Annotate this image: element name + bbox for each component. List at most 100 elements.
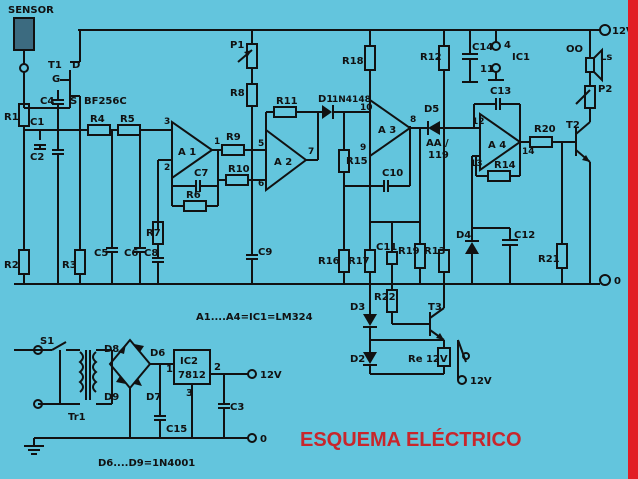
label-c3: C3 <box>230 402 244 413</box>
label-drain: D <box>72 60 80 71</box>
label-c8: C8 <box>144 248 158 259</box>
label-d1: D1 <box>318 94 333 105</box>
opamp-a2 <box>265 128 308 192</box>
red-edge-bar <box>628 0 638 479</box>
label-r15: R15 <box>346 156 368 167</box>
label-d2: D2 <box>350 354 365 365</box>
label-pin-14: 14 <box>522 147 535 157</box>
label-pin-12: 12 <box>472 117 485 127</box>
label-ic2-pin2: 2 <box>214 362 221 373</box>
label-pin-11: 11 <box>480 64 494 75</box>
label-c14: C14 <box>472 42 493 53</box>
label-r19: R19 <box>398 246 420 257</box>
diode-d1 <box>322 105 332 119</box>
transformer-primary <box>78 351 84 393</box>
label-119: 119 <box>428 150 449 161</box>
label-c13: C13 <box>490 86 511 97</box>
label-relay-12v: Re 12V <box>408 354 448 365</box>
label-ic-note: A1....A4=IC1=LM324 <box>196 312 313 323</box>
capacitor-c11 <box>386 251 398 265</box>
label-a2: A 2 <box>274 157 292 168</box>
label-t3: T3 <box>428 302 442 313</box>
label-0-ps: 0 <box>260 434 267 445</box>
label-d5: D5 <box>424 104 439 115</box>
label-r4: R4 <box>90 114 105 125</box>
label-p1: P1 <box>230 40 244 51</box>
label-ic1: IC1 <box>512 52 530 63</box>
label-source: S <box>70 96 77 107</box>
opamp-a3 <box>369 98 412 158</box>
resistor-r14 <box>487 170 511 182</box>
label-pin-1: 1 <box>214 137 220 147</box>
diagram-title: ESQUEMA ELÉCTRICO <box>300 428 522 451</box>
label-d3: D3 <box>350 302 365 313</box>
label-r12: R12 <box>420 52 442 63</box>
label-12v-top: 12V <box>612 26 628 37</box>
label-c2: C2 <box>30 152 44 163</box>
label-d8: D8 <box>104 344 119 355</box>
opamp-a4 <box>479 112 522 172</box>
label-a3: A 3 <box>378 125 396 136</box>
label-d4: D4 <box>456 230 471 241</box>
label-r8: R8 <box>230 88 245 99</box>
resistor-r4 <box>87 124 111 136</box>
label-r17: R17 <box>348 256 370 267</box>
resistor-r10 <box>225 174 249 186</box>
label-r18: R18 <box>342 56 364 67</box>
label-d9: D9 <box>104 392 119 403</box>
label-7812: 7812 <box>178 370 206 381</box>
label-sensor: SENSOR <box>8 5 54 16</box>
sensor-plate <box>13 17 35 51</box>
label-ls: Ls <box>600 52 612 63</box>
label-pin-8: 8 <box>410 115 416 125</box>
label-pin-5: 5 <box>258 139 264 149</box>
resistor-r18 <box>364 45 376 71</box>
potentiometer-p1 <box>246 43 258 69</box>
label-r21: R21 <box>538 254 560 265</box>
label-r22: R22 <box>374 292 396 303</box>
label-pin-9: 9 <box>360 143 366 153</box>
label-c10: C10 <box>382 168 403 179</box>
label-r1: R1 <box>4 112 19 123</box>
transistor-t2 <box>582 155 590 162</box>
label-c15: C15 <box>166 424 187 435</box>
label-ic2-pin1: 1 <box>166 364 173 375</box>
label-r13: R13 <box>424 246 446 257</box>
terminal-12v-relay <box>457 375 467 385</box>
label-ic2: IC2 <box>180 356 198 367</box>
label-a1: A 1 <box>178 147 196 158</box>
label-pin-10: 10 <box>360 103 373 113</box>
resistor-r5 <box>117 124 141 136</box>
label-r11: R11 <box>276 96 298 107</box>
label-p2: P2 <box>598 84 612 95</box>
label-pin-4: 4 <box>504 40 511 51</box>
diode-d2 <box>363 352 377 364</box>
label-a4: A 4 <box>488 140 506 151</box>
terminal-0-ps <box>247 433 257 443</box>
terminal-12v-top <box>599 24 611 36</box>
label-pin-6: 6 <box>258 179 264 189</box>
label-r2: R2 <box>4 260 19 271</box>
label-c6: C6 <box>124 248 138 259</box>
label-1n4148: 1N4148 <box>332 95 371 105</box>
label-r3: R3 <box>62 260 77 271</box>
label-c12: C12 <box>514 230 535 241</box>
label-12v-ps: 12V <box>260 370 282 381</box>
label-r14: R14 <box>494 160 516 171</box>
label-s1: S1 <box>40 336 54 347</box>
label-d7: D7 <box>146 392 161 403</box>
label-0-top: 0 <box>614 276 621 287</box>
transformer-secondary <box>92 351 98 393</box>
opamp-a1 <box>171 120 214 180</box>
resistor-r9 <box>221 144 245 156</box>
resistor-r11 <box>273 106 297 118</box>
label-gate: G <box>52 74 60 85</box>
label-pin-13: 13 <box>470 159 483 169</box>
label-r9: R9 <box>226 132 241 143</box>
resistor-r6 <box>183 200 207 212</box>
label-r7: R7 <box>146 228 161 239</box>
transistor-t3 <box>436 333 444 340</box>
label-diodes-note: D6....D9=1N4001 <box>98 458 195 469</box>
